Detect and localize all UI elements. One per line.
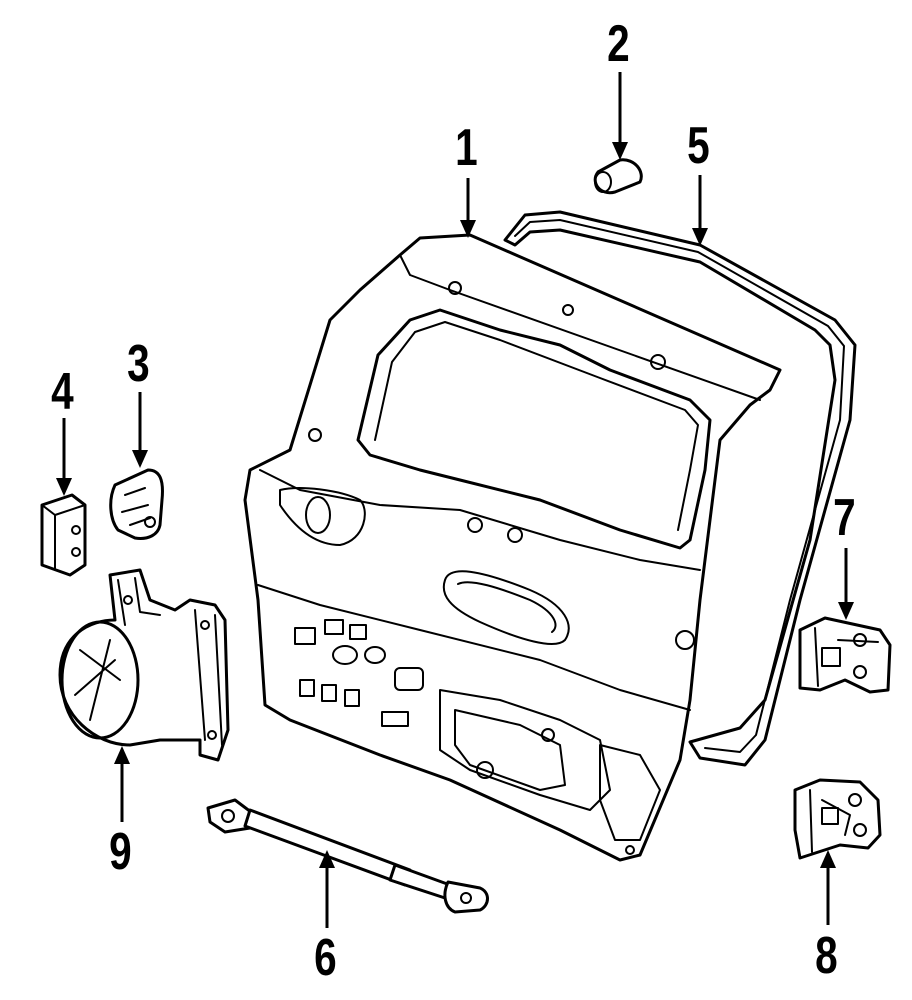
leader-line-3	[132, 392, 148, 468]
leader-line-7	[838, 548, 854, 620]
lock-actuator-motor	[58, 568, 230, 762]
callout-4: 4	[51, 363, 74, 421]
bracket	[40, 493, 87, 577]
leader-line-5	[692, 175, 708, 246]
leader-line-4	[56, 418, 72, 496]
latch-striker	[109, 468, 164, 540]
callout-5: 5	[687, 117, 710, 175]
callout-1: 1	[455, 119, 478, 177]
weatherstrip-seal	[503, 210, 857, 767]
callout-3: 3	[127, 335, 150, 393]
lower-hinge	[793, 778, 882, 860]
leader-line-8	[820, 850, 836, 925]
bumper-stop	[593, 158, 643, 195]
callout-2: 2	[607, 15, 630, 73]
callout-7: 7	[833, 489, 856, 547]
lift-support-strut	[206, 798, 489, 914]
leader-line-2	[612, 72, 628, 160]
leader-line-1	[460, 178, 476, 238]
leader-line-9	[114, 746, 130, 822]
callout-8: 8	[815, 927, 838, 985]
callout-6: 6	[314, 929, 337, 987]
callout-9: 9	[109, 823, 132, 881]
liftgate-panel	[243, 233, 782, 862]
leader-line-6	[319, 850, 335, 928]
upper-hinge	[798, 616, 892, 694]
